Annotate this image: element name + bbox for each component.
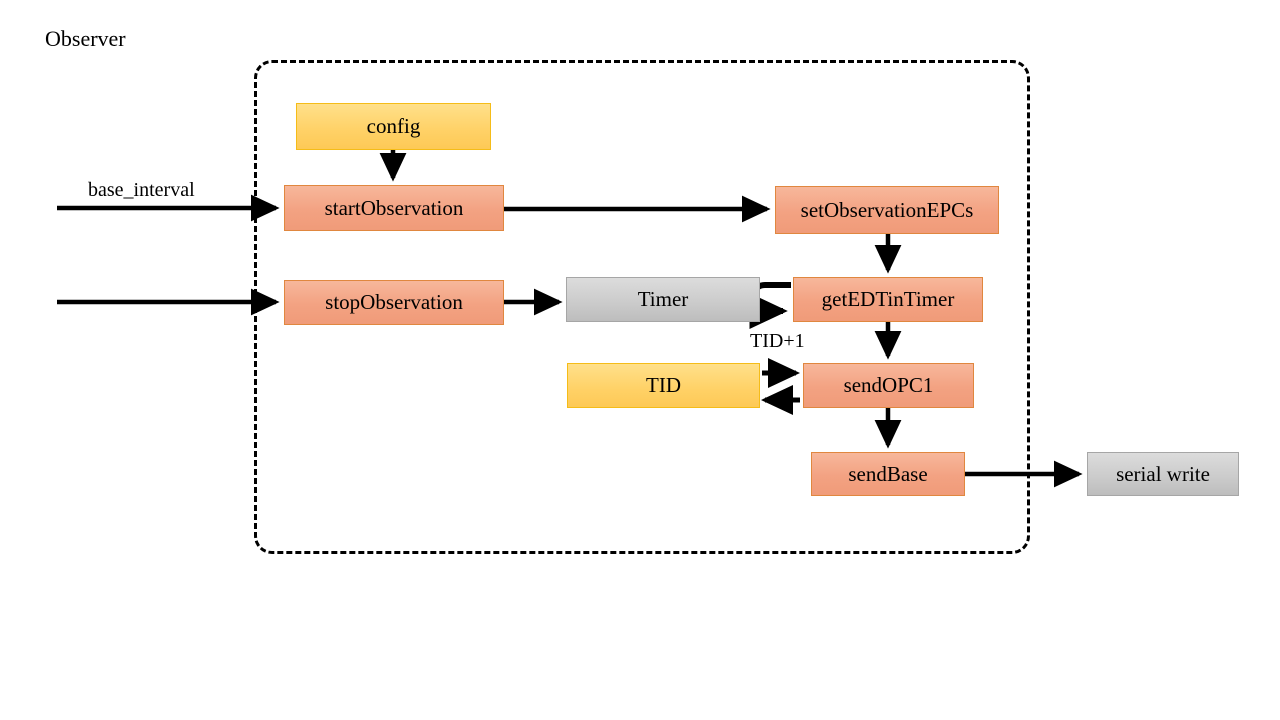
node-config[interactable]: config xyxy=(296,103,491,150)
node-serial-write[interactable]: serial write xyxy=(1087,452,1239,496)
tid-plus-one-label: TID+1 xyxy=(750,330,805,352)
node-timer[interactable]: Timer xyxy=(566,277,760,322)
node-label: config xyxy=(366,114,421,139)
node-send-opc1[interactable]: sendOPC1 xyxy=(803,363,974,408)
node-label: sendOPC1 xyxy=(843,373,934,398)
node-get-edt-in-timer[interactable]: getEDTinTimer xyxy=(793,277,983,322)
node-label: TID xyxy=(646,373,681,398)
node-label: getEDTinTimer xyxy=(821,287,955,312)
node-label: stopObservation xyxy=(325,290,463,315)
node-label: serial write xyxy=(1116,461,1210,486)
node-label: startObservation xyxy=(324,195,464,220)
node-label: setObservationEPCs xyxy=(800,197,974,222)
node-tid[interactable]: TID xyxy=(567,363,760,408)
node-send-base[interactable]: sendBase xyxy=(811,452,965,496)
node-start-observation[interactable]: startObservation xyxy=(284,185,504,231)
node-label: Timer xyxy=(637,287,689,312)
base-interval-label: base_interval xyxy=(88,179,195,201)
page-title: Observer xyxy=(45,26,126,51)
node-label: sendBase xyxy=(848,461,928,486)
node-stop-observation[interactable]: stopObservation xyxy=(284,280,504,325)
node-set-observation-epcs[interactable]: setObservationEPCs xyxy=(775,186,999,234)
